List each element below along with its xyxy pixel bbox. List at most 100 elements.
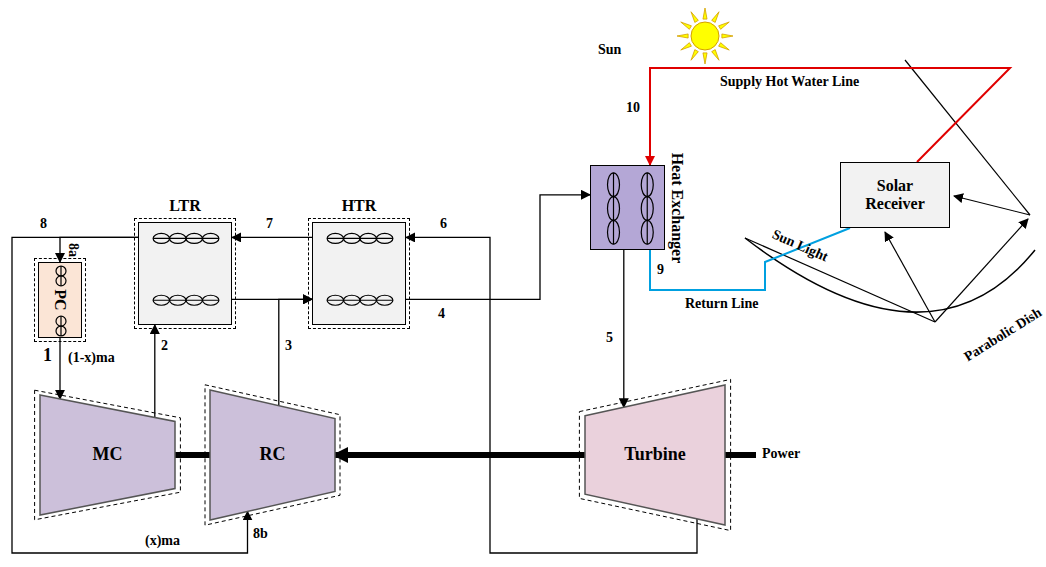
coil-loop [360, 233, 376, 243]
coil-loop [202, 295, 218, 305]
dashed-outline [579, 379, 730, 530]
precooler-box: PC [38, 262, 82, 338]
sun-symbol [677, 8, 733, 64]
flow-line [650, 68, 1010, 165]
recuperator-box: LTR [138, 222, 232, 325]
text-label: Supply Hot Water Line [720, 74, 859, 90]
flow-line [279, 299, 312, 405]
flow-line [154, 325, 155, 417]
sun-disc [691, 22, 719, 50]
callout-number: 2 [161, 338, 168, 354]
component-label: MC [93, 445, 123, 465]
flow-line [232, 237, 312, 238]
coil-loop [344, 233, 360, 243]
callout-number: 8b [253, 526, 268, 542]
callout-number: 8a [65, 243, 81, 257]
coil-loop [153, 233, 169, 243]
coil-loop [641, 197, 653, 221]
coil-loop [327, 233, 343, 243]
coil-loop [56, 276, 66, 286]
compressor-shape: MC [40, 395, 175, 515]
coil-loop [641, 173, 653, 197]
sun-ray [722, 34, 733, 38]
compressor-shape: RC [210, 390, 335, 520]
callout-number: 10 [626, 100, 640, 116]
sun-ray [719, 22, 730, 29]
sun-ray [712, 12, 719, 23]
coil-loop [56, 316, 66, 326]
callout-number: 8 [40, 216, 47, 232]
sun-ray [677, 34, 688, 38]
coil-loop [344, 295, 360, 305]
coil-loop [608, 220, 620, 244]
coil-loop [170, 233, 186, 243]
recuperator-box: HTR [312, 222, 406, 325]
heat-exchanger-box: Heat Exchanger [590, 165, 665, 250]
text-label: Sun Light [770, 227, 831, 266]
coil-loop [376, 295, 392, 305]
turbine-shape: Turbine [585, 385, 725, 525]
callout-number: 9 [657, 262, 664, 278]
coil-loop [170, 295, 186, 305]
callout-number: 5 [606, 330, 613, 346]
coil-loop [641, 220, 653, 244]
machine-body [210, 390, 335, 520]
heat-exchange-coil [139, 223, 233, 326]
component-label: LTR [169, 197, 200, 215]
text-label: Power [762, 446, 800, 462]
coil-loop [608, 197, 620, 221]
sun-ray [691, 12, 698, 23]
dashed-outline [35, 390, 181, 520]
sun-light-ray [745, 238, 935, 322]
text-label: (x)ma [145, 533, 180, 549]
coil-loop [186, 295, 202, 305]
sun-ray [719, 43, 730, 50]
component-label: HTR [342, 197, 377, 215]
callout-number: 3 [285, 338, 292, 354]
component-label: PC [51, 289, 69, 310]
coil-loop [153, 295, 169, 305]
coil-line [647, 173, 648, 244]
coil-loop [202, 233, 218, 243]
text-label: (1-x)ma [68, 350, 115, 366]
sun-ray [681, 22, 692, 29]
component-label: Turbine [624, 445, 685, 465]
callout-number: 1 [43, 345, 52, 366]
power-shaft [725, 452, 756, 458]
callout-number: 7 [266, 216, 273, 232]
reflected-ray [885, 232, 935, 322]
flow-line [406, 195, 590, 299]
coil-loop [360, 295, 376, 305]
sun-ray [703, 8, 707, 19]
coil-loop [186, 233, 202, 243]
sun-ray [712, 50, 719, 61]
callout-number: 4 [438, 306, 445, 322]
coil-loop [56, 326, 66, 336]
sun-ray [703, 53, 707, 64]
coil-loop [327, 295, 343, 305]
sun-ray [691, 50, 698, 61]
coil-loop [608, 173, 620, 197]
machine-body [40, 395, 175, 515]
text-label: Parabolic Dish [961, 305, 1044, 365]
coil-line [613, 173, 614, 244]
heat-exchange-coil [313, 223, 407, 326]
flow-line [59, 338, 60, 399]
flow-line [232, 299, 312, 300]
heat-exchange-coil [591, 166, 666, 251]
coil-loop [376, 233, 392, 243]
text-label: Sun [598, 42, 621, 58]
component-label: Heat Exchanger [668, 152, 686, 263]
dashed-outline [205, 385, 340, 525]
component-label: RC [260, 445, 286, 465]
text-label: Return Line [685, 296, 759, 312]
receiver-box: Solar Receiver [840, 162, 950, 228]
drive-shaft [335, 452, 585, 458]
callout-number: 6 [440, 216, 447, 232]
component-label: Solar Receiver [846, 177, 944, 212]
reflected-ray [954, 196, 1030, 215]
sun-ray [681, 43, 692, 50]
coil-loop [56, 266, 66, 276]
flow-line [60, 237, 138, 262]
